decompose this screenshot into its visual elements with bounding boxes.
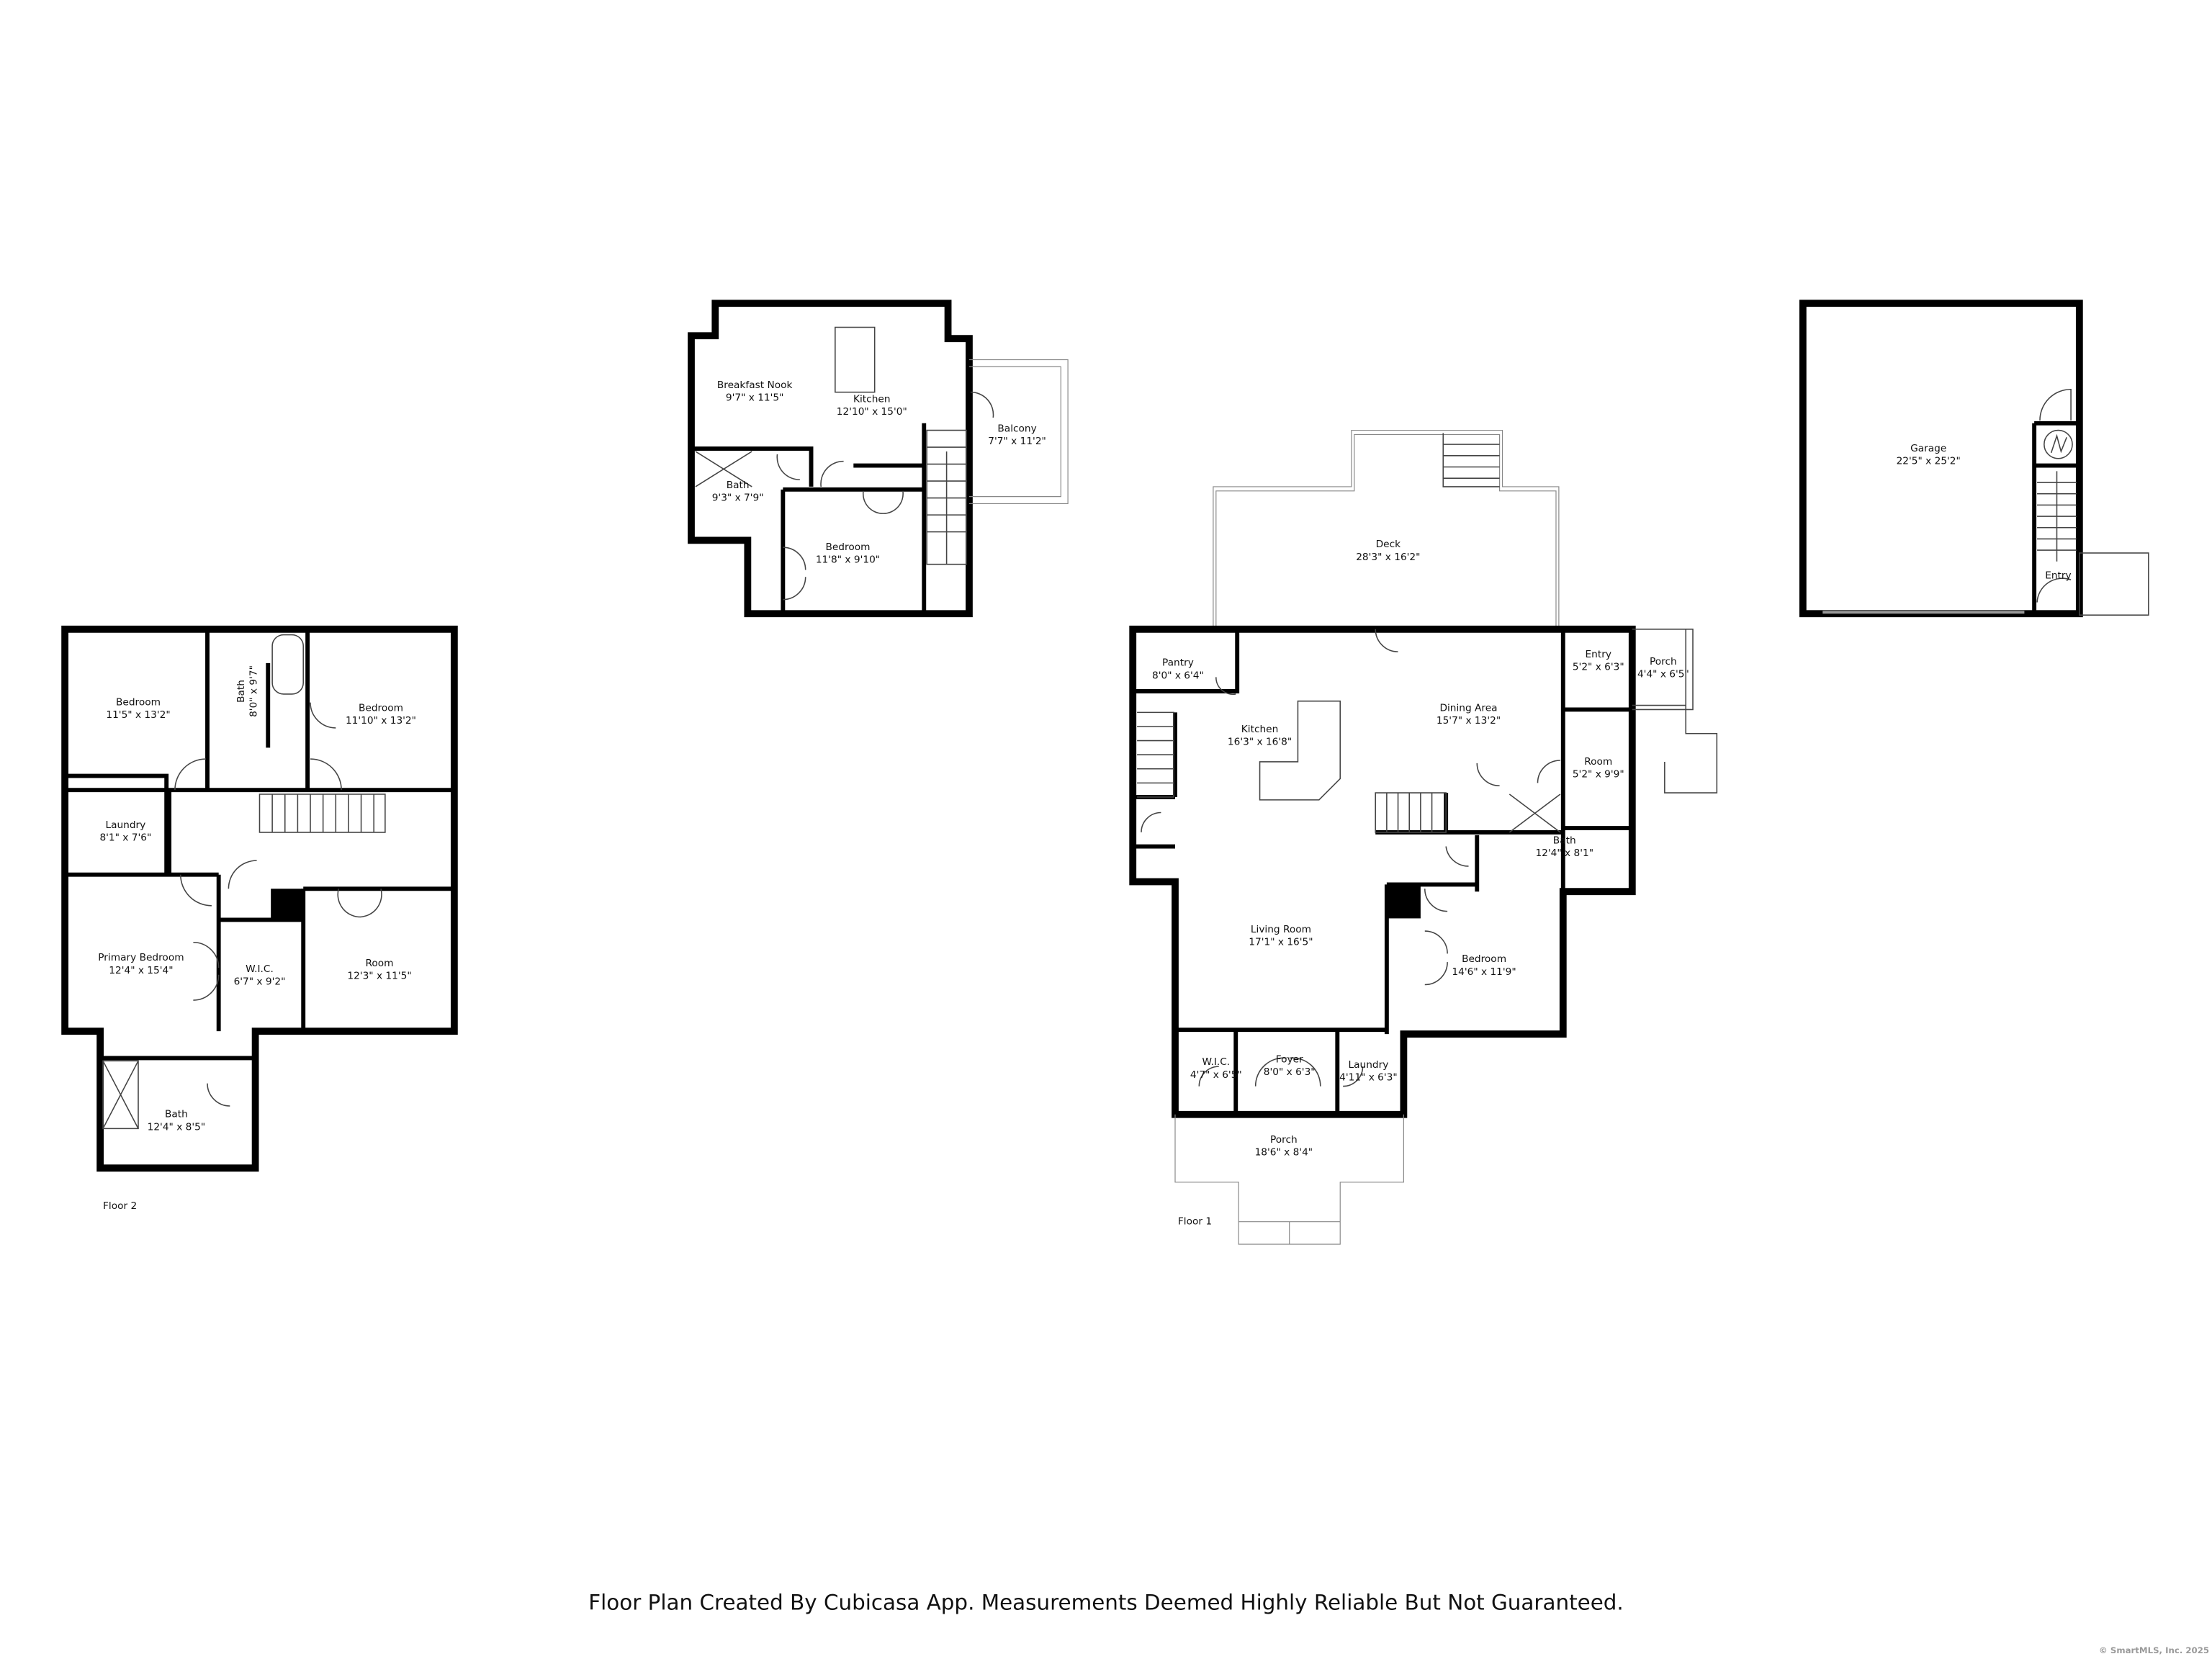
upper-unit-stairs <box>926 429 967 565</box>
room-name: Primary Bedroom <box>98 952 184 963</box>
floor-label: Floor 1 <box>1178 1216 1212 1228</box>
kitchen-island <box>835 326 876 393</box>
garage-interior-walls <box>2032 421 2080 614</box>
floor-2-interior-walls <box>65 629 454 1061</box>
room-size: 22'5" x 25'2" <box>1897 456 1961 467</box>
room-name: Room <box>1584 756 1612 768</box>
room-name: Pantry <box>1162 657 1194 669</box>
room-name: Bath <box>727 480 750 491</box>
room-size: 11'8" x 9'10" <box>816 554 880 566</box>
floor-1-stairs <box>1137 711 1447 833</box>
upper-shower <box>695 451 752 487</box>
room-size: 12'4" x 8'1" <box>1535 848 1593 859</box>
room-name: Porch <box>1650 656 1677 667</box>
room-size: 9'3" x 7'9" <box>712 493 764 504</box>
upper-unit-interior-walls <box>691 423 927 614</box>
room-size: 11'5" x 13'2" <box>106 709 170 721</box>
floor-2-exterior-walls <box>61 625 458 1172</box>
room-size: 12'4" x 15'4" <box>109 965 173 976</box>
floor-2-plan: Bedroom 11'5" x 13'2" Bath 8'0" x 9'7" B… <box>61 625 458 1212</box>
room-size: 8'0" x 9'7" <box>248 665 260 717</box>
room-name: Bath <box>235 680 247 703</box>
room-size: 16'3" x 16'8" <box>1228 736 1292 747</box>
room-name: W.I.C. <box>1202 1056 1230 1068</box>
room-size: 4'7" x 6'5" <box>1190 1069 1242 1081</box>
side-porch-outline <box>1632 629 1718 793</box>
balcony-railing <box>968 359 1069 505</box>
room-name: Balcony <box>997 423 1036 435</box>
garage-plan: Garage 22'5" x 25'2" Entry <box>1799 300 2149 618</box>
room-size: 8'1" x 7'6" <box>99 832 151 844</box>
floor-2-chimney-block <box>271 889 304 920</box>
room-name: Porch <box>1270 1134 1298 1146</box>
upper-unit-plan: Breakfast Nook 9'7" x 11'5" Kitchen 12'1… <box>688 300 1069 618</box>
room-size: 8'0" x 6'4" <box>1152 670 1204 681</box>
floor-1-plan: Deck 28'3" x 16'2" Pantry 8'0" x 6'4" Ki… <box>1129 429 1718 1245</box>
room-name: Living Room <box>1251 924 1311 935</box>
room-name: Entry <box>1586 649 1611 660</box>
room-size: 12'10" x 15'0" <box>837 406 907 418</box>
floor-2-shower-stall <box>102 1060 139 1130</box>
room-size: 7'7" x 11'2" <box>988 436 1046 447</box>
room-name: W.I.C. <box>246 963 274 975</box>
room-name: Bedroom <box>116 697 161 709</box>
floor-2-stairs <box>258 793 386 833</box>
room-name: Laundry <box>105 819 145 831</box>
room-size: 28'3" x 16'2" <box>1356 552 1420 563</box>
disclaimer-footer: Floor Plan Created By Cubicasa App. Meas… <box>588 1590 1624 1614</box>
floor-1-shower <box>1509 793 1561 833</box>
room-size: 17'1" x 16'5" <box>1249 937 1313 948</box>
room-name: Kitchen <box>853 393 891 405</box>
water-heater-icon <box>2044 429 2073 459</box>
room-size: 5'2" x 6'3" <box>1573 662 1624 673</box>
garage-entry-platform <box>2079 552 2149 616</box>
upper-unit-exterior-walls <box>688 300 973 618</box>
room-name: Dining Area <box>1439 702 1497 714</box>
room-size: 18'6" x 8'4" <box>1255 1147 1313 1159</box>
room-size: 4'4" x 6'5" <box>1637 668 1689 680</box>
floor-1-doors <box>1141 629 1560 1087</box>
garage-doors <box>2036 388 2072 603</box>
room-name: Laundry <box>1348 1059 1388 1071</box>
room-name: Deck <box>1376 539 1401 550</box>
room-name: Bath <box>1553 835 1576 847</box>
room-name: Bedroom <box>825 541 870 553</box>
room-name: Bedroom <box>359 702 403 714</box>
garage-stairs <box>2037 471 2077 562</box>
floor-2-bathtub <box>271 634 305 695</box>
room-size: 14'6" x 11'9" <box>1452 966 1516 978</box>
room-size: 6'7" x 9'2" <box>234 976 286 988</box>
copyright-watermark: © SmartMLS, Inc. 2025 <box>2099 1645 2209 1655</box>
floor-2-doors <box>174 702 382 1107</box>
floor-1-kitchen-island <box>1259 700 1341 801</box>
floor-label: Floor 2 <box>103 1200 137 1212</box>
room-size: 4'11" x 6'3" <box>1339 1072 1398 1084</box>
floor-1-chimney-block <box>1386 884 1421 919</box>
floor-2-shower <box>102 1060 139 1129</box>
water-heater-symbol <box>2050 433 2067 454</box>
room-name: Room <box>366 958 394 969</box>
room-size: 5'2" x 9'9" <box>1573 769 1624 781</box>
room-name: Bath <box>165 1109 188 1120</box>
room-size: 11'10" x 13'2" <box>346 715 416 727</box>
room-name: Kitchen <box>1241 724 1279 735</box>
room-size: 12'4" x 8'5" <box>148 1121 206 1133</box>
room-name: Foyer <box>1276 1053 1303 1065</box>
deck-outline <box>1213 429 1560 629</box>
room-name: Bedroom <box>1462 953 1506 965</box>
room-name: Breakfast Nook <box>717 379 793 391</box>
deck-stairs <box>1442 433 1500 487</box>
room-size: 9'7" x 11'5" <box>726 392 784 403</box>
room-name: Entry <box>2045 570 2071 581</box>
room-size: 8'0" x 6'3" <box>1264 1066 1316 1078</box>
room-size: 15'7" x 13'2" <box>1437 715 1501 727</box>
floor-1-exterior-walls <box>1129 625 1636 1118</box>
room-name: Garage <box>1910 443 1946 454</box>
floor-1-interior-walls <box>1133 629 1632 1115</box>
upper-unit-doors <box>776 391 994 601</box>
room-size: 12'3" x 11'5" <box>347 971 411 982</box>
front-porch-outline <box>1174 1114 1404 1245</box>
